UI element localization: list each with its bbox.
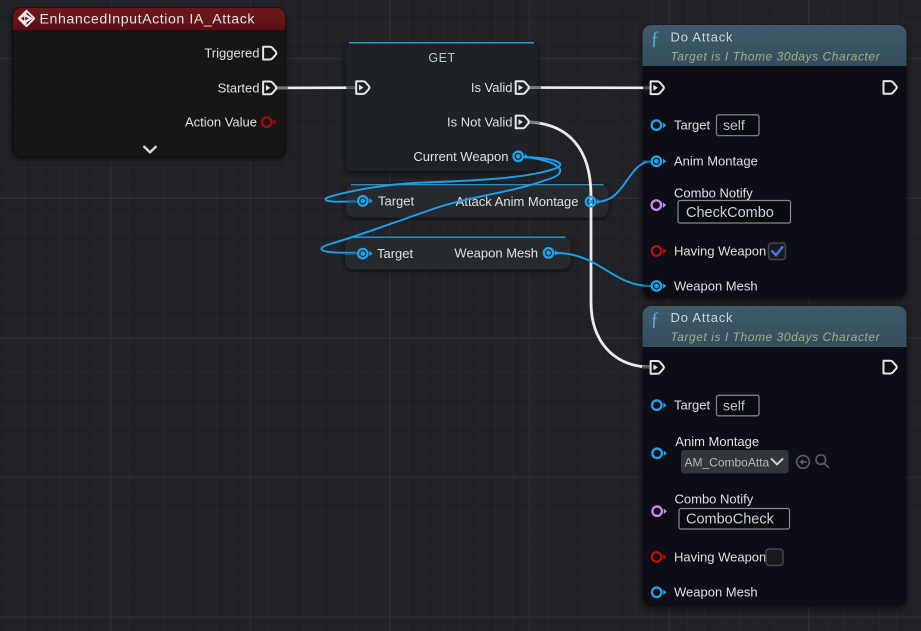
svg-text:Is Valid: Is Valid — [471, 80, 513, 95]
svg-text:Target: Target — [377, 246, 414, 261]
svg-text:Having Weapon: Having Weapon — [674, 549, 766, 564]
svg-text:Action Value: Action Value — [185, 115, 257, 130]
svg-text:Anim Montage: Anim Montage — [675, 434, 759, 449]
svg-text:EnhancedInputAction IA_Attack: EnhancedInputAction IA_Attack — [40, 12, 256, 28]
svg-text:Attack Anim Montage: Attack Anim Montage — [456, 194, 579, 209]
svg-text:Do Attack: Do Attack — [671, 29, 734, 44]
svg-text:Is Not Valid: Is Not Valid — [447, 114, 513, 129]
svg-text:Weapon Mesh: Weapon Mesh — [674, 585, 758, 600]
svg-text:ComboCheck: ComboCheck — [686, 512, 775, 528]
svg-text:Combo Notify: Combo Notify — [674, 185, 753, 200]
svg-text:Target: Target — [674, 118, 711, 133]
svg-text:ƒ: ƒ — [649, 28, 661, 50]
svg-text:Weapon Mesh: Weapon Mesh — [674, 279, 758, 294]
svg-text:GET: GET — [428, 51, 455, 65]
svg-text:Target is I Thome 30days Chara: Target is I Thome 30days Character — [671, 49, 881, 63]
svg-text:Current Weapon: Current Weapon — [413, 149, 508, 164]
svg-text:Do Attack: Do Attack — [671, 310, 734, 325]
svg-text:self: self — [723, 117, 745, 133]
svg-text:self: self — [723, 397, 745, 413]
svg-text:Target: Target — [674, 398, 711, 413]
svg-text:Target is I Thome 30days Chara: Target is I Thome 30days Character — [671, 330, 881, 344]
svg-text:Started: Started — [218, 80, 260, 95]
svg-text:Triggered: Triggered — [204, 46, 259, 61]
svg-text:Having Weapon: Having Weapon — [674, 243, 766, 258]
svg-text:Anim Montage: Anim Montage — [674, 154, 758, 169]
svg-text:Weapon Mesh: Weapon Mesh — [454, 246, 538, 261]
svg-text:Target: Target — [378, 194, 415, 209]
svg-text:AM_ComboAtta: AM_ComboAtta — [685, 455, 770, 469]
svg-text:CheckCombo: CheckCombo — [686, 205, 774, 221]
svg-text:ƒ: ƒ — [649, 309, 661, 331]
svg-text:Combo Notify: Combo Notify — [675, 492, 754, 507]
